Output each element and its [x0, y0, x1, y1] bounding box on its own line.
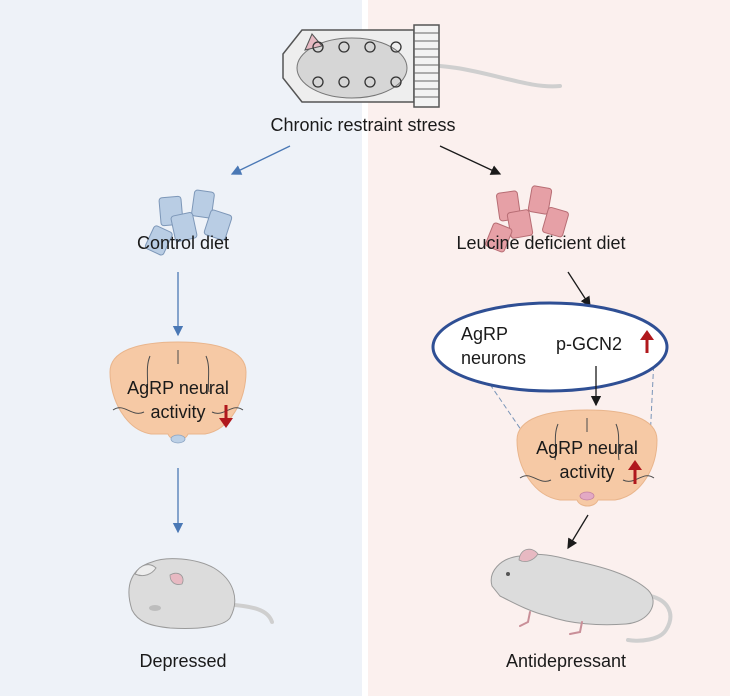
arrow-brain-to-antidepressant	[567, 514, 589, 550]
leucine-brain-nucleus	[579, 491, 595, 501]
arrow-leucine-to-neurons	[567, 271, 591, 308]
control-brain-label-line1: AgRP neural	[127, 378, 229, 398]
stress-label: Chronic restraint stress	[270, 115, 455, 135]
arrow-to-control-diet	[230, 145, 291, 175]
leucine-brain-icon	[516, 409, 658, 507]
down-arrow-head	[219, 418, 233, 428]
control-brain-icon	[109, 341, 247, 444]
control-brain-label-line2: activity	[150, 402, 205, 422]
panel-divider	[362, 0, 368, 696]
neurons-label-line1: AgRP	[461, 324, 508, 344]
control-diet-label: Control diet	[137, 233, 229, 253]
restrained-mouse-body	[296, 37, 408, 99]
depressed-label: Depressed	[139, 651, 226, 671]
leucine-diet-label: Leucine deficient diet	[456, 233, 625, 253]
depressed-mouse-icon	[128, 558, 274, 629]
antidepressant-label: Antidepressant	[506, 651, 626, 671]
leucine-brain-label-line2: activity	[559, 462, 614, 482]
leucine-brain-label-line1: AgRP neural	[536, 438, 638, 458]
antidepressant-mouse-ear	[518, 548, 539, 562]
leucine-pellets-icon	[485, 185, 569, 253]
pgcn2-up-arrow-head	[640, 330, 654, 340]
tube-cap	[413, 24, 440, 108]
arrow-to-leucine-diet	[439, 145, 502, 175]
restraint-tube-icon	[282, 24, 562, 108]
depressed-mouse-ear	[169, 572, 184, 585]
control-pellets-icon	[144, 189, 233, 256]
agrp-neurons-ellipse	[431, 301, 669, 393]
antidepressant-mouse-icon	[490, 548, 673, 643]
pgcn2-label: p-GCN2	[556, 334, 622, 354]
neurons-label-line2: neurons	[461, 348, 526, 368]
tube-air-holes	[312, 41, 402, 88]
control-brain-nucleus	[170, 434, 186, 444]
up-arrow-head	[628, 460, 642, 470]
